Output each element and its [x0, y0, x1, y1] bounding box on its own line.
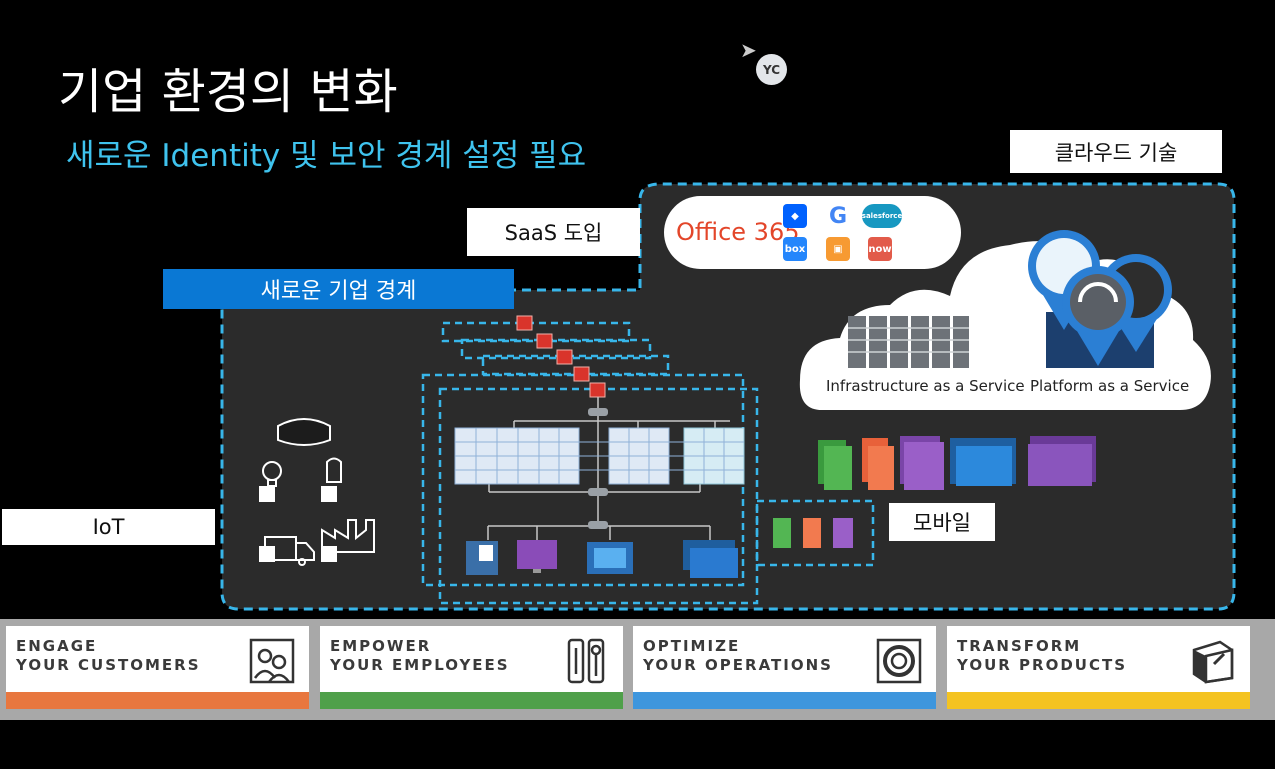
tile-subtitle: YOUR CUSTOMERS [16, 656, 201, 674]
iot-label: IoT [2, 509, 215, 545]
mobile-devices-icon [818, 436, 1096, 490]
iot-sensor-squares [259, 486, 337, 562]
operations-cycle-icon [876, 638, 922, 684]
servicenow-logo: now [868, 237, 892, 261]
tile-subtitle: YOUR PRODUCTS [957, 656, 1128, 674]
tile-color-bar [320, 692, 623, 709]
salesforce-logo: salesforce [862, 204, 902, 228]
tile-optimize-operations: OPTIMIZE YOUR OPERATIONS [633, 626, 936, 709]
datacenter-servers-icon [454, 427, 745, 485]
paas-pins-icon [1028, 230, 1172, 368]
tile-subtitle: YOUR EMPLOYEES [330, 656, 510, 674]
tile-color-bar [947, 692, 1250, 709]
iaas-label: Infrastructure as a Service [826, 377, 1025, 395]
firewall-icons [516, 315, 606, 398]
new-boundary-label: 새로운 기업 경계 [163, 269, 514, 309]
paas-label: Platform as a Service [1030, 377, 1190, 395]
mobile-small-devices-icon [773, 518, 853, 548]
switch-icons [588, 408, 608, 529]
google-icon: G [826, 204, 850, 229]
saas-label: SaaS 도입 [467, 208, 640, 256]
cloud-tech-label: 클라우드 기술 [1010, 130, 1222, 173]
tile-title: TRANSFORM [957, 637, 1082, 655]
tile-transform-products: TRANSFORM YOUR PRODUCTS [947, 626, 1250, 709]
mobile-label: 모바일 [889, 503, 995, 541]
office-package-icon: ▣ [826, 237, 850, 261]
employees-tools-icon [567, 638, 605, 684]
tile-empower-employees: EMPOWER YOUR EMPLOYEES [320, 626, 623, 709]
tile-title: EMPOWER [330, 637, 432, 655]
iaas-servers-icon [848, 316, 969, 368]
endpoint-devices-icon [466, 540, 738, 578]
internal-network-zones [421, 321, 875, 605]
box-logo: box [783, 237, 807, 261]
office365-logo: Office 365 [676, 218, 800, 246]
tile-subtitle: YOUR OPERATIONS [643, 656, 833, 674]
tile-color-bar [633, 692, 936, 709]
tile-color-bar [6, 692, 309, 709]
product-box-icon [1192, 640, 1234, 684]
iot-devices-icon [262, 418, 375, 566]
slide-subtitle: 새로운 Identity 및 보안 경계 설정 필요 [66, 138, 587, 174]
dropbox-icon: ◆ [783, 204, 807, 228]
customers-icon [249, 638, 295, 684]
slide-title: 기업 환경의 변화 [58, 64, 398, 120]
tile-title: ENGAGE [16, 637, 98, 655]
mouse-pointer-icon: ➤ [740, 38, 757, 62]
saas-apps-panel [664, 196, 961, 269]
presenter-avatar[interactable]: YC [756, 54, 787, 85]
tile-title: OPTIMIZE [643, 637, 741, 655]
tile-engage-customers: ENGAGE YOUR CUSTOMERS [6, 626, 309, 709]
